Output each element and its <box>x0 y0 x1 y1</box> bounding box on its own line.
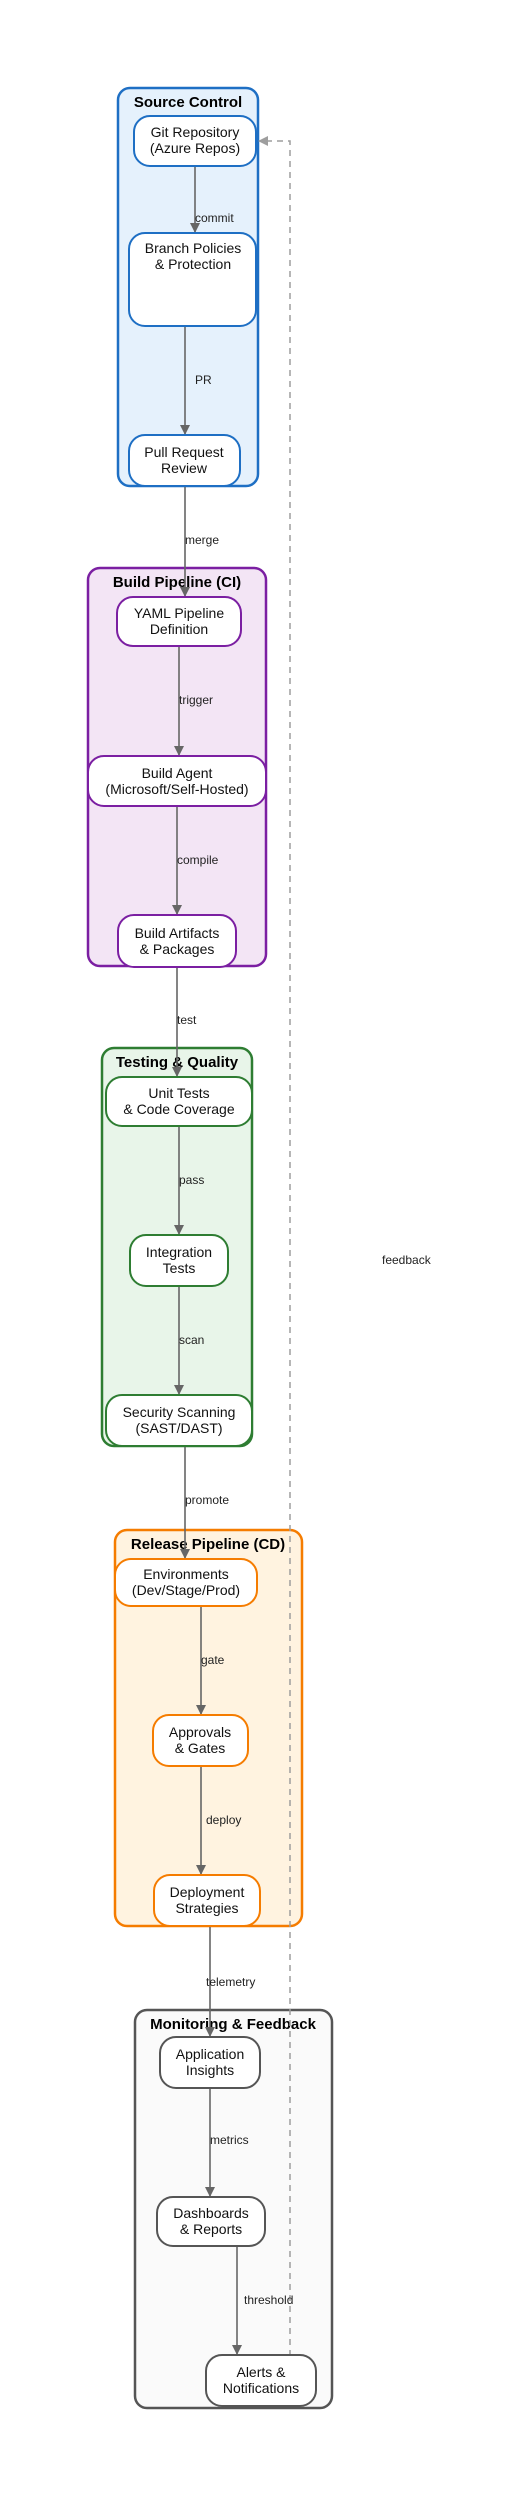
node-integration-tests: Integration Tests <box>129 1234 229 1287</box>
svg-text:Strategies: Strategies <box>175 1900 238 1916</box>
edge-labels: commit PR merge trigger compile test pas… <box>177 211 432 2307</box>
svg-text:& Code Coverage: & Code Coverage <box>123 1101 235 1117</box>
node-dashboards-reports: Dashboards & Reports <box>156 2196 266 2247</box>
node-branch-policies: Branch Policies & Protection <box>128 232 257 327</box>
svg-text:Review: Review <box>161 460 208 476</box>
node-build-agent: Build Agent (Microsoft/Self-Hosted) <box>87 755 267 807</box>
nodes: Git Repository (Azure Repos) Branch Poli… <box>87 115 317 2407</box>
edge-label-commit: commit <box>195 211 234 225</box>
edge-label-test: test <box>177 1013 197 1027</box>
edge-label-scan: scan <box>179 1333 204 1347</box>
svg-text:& Reports: & Reports <box>180 2221 242 2237</box>
node-environments: Environments (Dev/Stage/Prod) <box>114 1558 258 1607</box>
svg-text:Git Repository: Git Repository <box>151 124 240 140</box>
group-release-title: Release Pipeline (CD) <box>131 1536 285 1553</box>
svg-text:Integration: Integration <box>146 1244 212 1260</box>
node-yaml-pipeline: YAML Pipeline Definition <box>116 596 242 647</box>
node-deployment-strategies: Deployment Strategies <box>153 1874 261 1927</box>
edge-label-pr: PR <box>195 373 212 387</box>
svg-text:(Azure Repos): (Azure Repos) <box>150 140 240 156</box>
svg-text:Alerts &: Alerts & <box>236 2364 286 2380</box>
node-alerts-notifications: Alerts & Notifications <box>205 2354 317 2407</box>
svg-text:Build Artifacts: Build Artifacts <box>135 925 220 941</box>
edge-label-merge: merge <box>185 533 219 547</box>
svg-text:Application: Application <box>176 2046 245 2062</box>
edges <box>172 136 291 2356</box>
node-pull-request-review: Pull Request Review <box>128 434 241 487</box>
svg-text:Approvals: Approvals <box>169 1724 231 1740</box>
svg-text:Unit Tests: Unit Tests <box>148 1085 209 1101</box>
svg-text:YAML Pipeline: YAML Pipeline <box>134 605 224 621</box>
edge-label-gate: gate <box>201 1653 225 1667</box>
edge-label-pass: pass <box>179 1173 204 1187</box>
edge-label-deploy: deploy <box>206 1813 241 1827</box>
edge-feedback <box>258 136 291 2356</box>
node-application-insights: Application Insights <box>159 2036 261 2089</box>
svg-text:& Protection: & Protection <box>155 256 231 272</box>
svg-text:Insights: Insights <box>186 2062 234 2078</box>
node-git-repository: Git Repository (Azure Repos) <box>133 115 257 167</box>
svg-text:Deployment: Deployment <box>170 1884 245 1900</box>
group-source-control-title: Source Control <box>134 94 242 111</box>
node-approvals-gates: Approvals & Gates <box>152 1714 249 1767</box>
svg-text:Build Agent: Build Agent <box>142 765 213 781</box>
edge-label-feedback: feedback <box>382 1253 432 1267</box>
svg-text:Definition: Definition <box>150 621 208 637</box>
group-monitoring-title: Monitoring & Feedback <box>150 2016 317 2033</box>
svg-text:(Microsoft/Self-Hosted): (Microsoft/Self-Hosted) <box>105 781 248 797</box>
edge-label-trigger: trigger <box>179 693 213 707</box>
svg-text:(SAST/DAST): (SAST/DAST) <box>135 1420 222 1436</box>
svg-text:Environments: Environments <box>143 1566 229 1582</box>
svg-text:Tests: Tests <box>163 1260 196 1276</box>
node-security-scanning: Security Scanning (SAST/DAST) <box>105 1394 253 1447</box>
edge-label-compile: compile <box>177 853 219 867</box>
edge-label-threshold: threshold <box>244 2293 293 2307</box>
svg-text:(Dev/Stage/Prod): (Dev/Stage/Prod) <box>132 1582 240 1598</box>
svg-text:& Gates: & Gates <box>175 1740 226 1756</box>
svg-text:Security Scanning: Security Scanning <box>123 1404 236 1420</box>
svg-text:& Packages: & Packages <box>140 941 215 957</box>
svg-text:Notifications: Notifications <box>223 2380 299 2396</box>
svg-text:Dashboards: Dashboards <box>173 2205 249 2221</box>
node-unit-tests: Unit Tests & Code Coverage <box>105 1076 253 1127</box>
node-build-artifacts: Build Artifacts & Packages <box>117 914 237 968</box>
edge-label-telemetry: telemetry <box>206 1975 255 1989</box>
group-build-title: Build Pipeline (CI) <box>113 574 241 591</box>
svg-text:Pull Request: Pull Request <box>144 444 223 460</box>
svg-text:Branch Policies: Branch Policies <box>145 240 242 256</box>
edge-label-metrics: metrics <box>210 2133 249 2147</box>
edge-label-promote: promote <box>185 1493 229 1507</box>
